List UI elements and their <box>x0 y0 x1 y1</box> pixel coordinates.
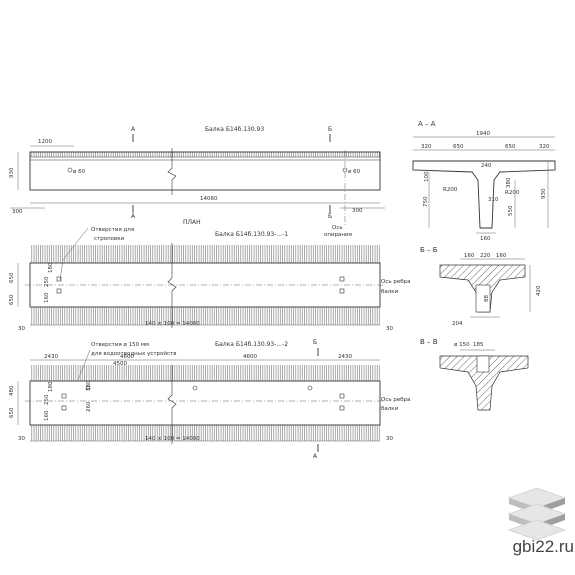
beam-3-note-l1: Отверстия ø 150 мм <box>91 342 149 348</box>
section-mark-a-top: А <box>131 126 136 133</box>
beam-1-plan-label: ПЛАН <box>183 219 201 226</box>
section-aa-dim-w: 310 <box>488 197 499 203</box>
beam-1-hole-left: ø 60 <box>73 169 86 175</box>
section-aa-dim-top: 240 <box>481 163 492 169</box>
beam-3-dim-s3: 4600 <box>243 354 257 360</box>
beam-3-dim-stot: 4500 <box>113 361 127 367</box>
section-bb-title: Б – Б <box>420 246 438 254</box>
section-aa-title: А – А <box>418 120 436 128</box>
beam-1-hole-right: ø 60 <box>348 169 361 175</box>
section-mark-a-bottom: А <box>131 213 136 220</box>
section-vv-dim-d: ø 150 <box>454 342 470 348</box>
beam-2-rebar-axis-l1: Ось ребра <box>381 279 410 285</box>
beam-3-dim-s1: 2430 <box>44 354 58 360</box>
beam-2-dim-b: 180 <box>48 262 54 273</box>
section-aa-dim-f2: 380 <box>506 177 512 188</box>
section-bb-dim-c: 160 <box>496 253 507 259</box>
beam-1-dim-end-left: 300 <box>12 209 23 215</box>
beam-3-dim-h1: 650 <box>9 407 15 418</box>
section-a-a: А – А 1940 320 650 650 320 240 R200 R200… <box>412 120 556 242</box>
beam-3-dim-a: 250 <box>44 394 50 405</box>
beam-2-note-l2: строповки <box>94 236 125 242</box>
section-aa-dim-hleft: 750 <box>423 196 429 207</box>
section-aa-dim-total: 1940 <box>476 131 490 137</box>
section-vv-dim-w: 185 <box>473 342 484 348</box>
beam-1-title: Балка Б14б.130.93 <box>205 126 264 133</box>
beam-1-dim-height: 930 <box>9 167 15 178</box>
section-aa-dim-p4: 320 <box>539 144 550 150</box>
beam-2-note-l1: Отверстия для <box>91 227 134 233</box>
beam-1-elevation: Балка Б14б.130.93 А Б 1200 930 ø 60 ø 60… <box>9 126 385 238</box>
section-aa-dim-bottom: 160 <box>480 236 491 242</box>
beam-1-support-axis-l1: Ось <box>332 225 343 231</box>
brand-site-text: gbi22.ru <box>512 537 574 556</box>
beam-3-dim-right: 30 <box>386 436 393 442</box>
section-mark-b-bottom: Б <box>328 213 332 220</box>
section-aa-dim-p2: 650 <box>453 144 464 150</box>
section-bb-dim-h: 420 <box>536 285 542 296</box>
beam-3-note-l2: для водоотводных устройств <box>91 350 176 357</box>
section-mark-b-top: Б <box>328 126 332 133</box>
section-bb-dim-a: 160 <box>464 253 475 259</box>
beam-3-dim-s2: 4600 <box>120 354 134 360</box>
beam-2-dim-h2: 650 <box>9 294 15 305</box>
beam-2-dim-right: 30 <box>386 326 393 332</box>
beam-2-rebar-axis-l2: балки <box>381 289 399 295</box>
section-aa-dim-hmid: 550 <box>508 205 514 216</box>
section-mark-a-b3: А <box>313 453 318 460</box>
beam-3-dim-b: 180 <box>48 381 54 392</box>
beam-3-title: Балка Б14б.130.93-...-2 <box>215 341 288 348</box>
beam-3-dim-c: 160 <box>44 410 50 421</box>
section-b-b: Б – Б 160 220 160 88 420 204 <box>420 246 542 327</box>
section-aa-r2: R200 <box>505 190 520 196</box>
section-aa-dim-f1: 100 <box>424 171 430 182</box>
beam-2-dim-pitch: 140 × 100 = 14000 <box>145 321 200 327</box>
section-bb-dim-ht: 88 <box>484 295 490 302</box>
section-v-v: В – В ø 150 185 <box>420 338 529 411</box>
beam-3-dim-h2: 480 <box>9 385 15 396</box>
beam-3-rebar-axis-l2: балки <box>381 406 399 412</box>
brand-logo-icon <box>507 487 567 541</box>
beam-3-plan: Балка Б14б.130.93-...-2 Отверстия ø 150 … <box>9 339 410 460</box>
beam-1-dim-left: 1200 <box>38 139 52 145</box>
section-aa-dim-htotal: 930 <box>541 188 547 199</box>
section-vv-title: В – В <box>420 338 438 346</box>
section-aa-r1: R200 <box>443 187 458 193</box>
beam-1-support-axis-l2: опирания <box>324 232 352 238</box>
beam-3-dim-e: 380 <box>86 380 92 391</box>
beam-1-dim-end-right: 300 <box>352 208 363 214</box>
section-mark-b-b3: Б <box>313 339 317 346</box>
beam-3-rebar-axis-l1: Ось ребра <box>381 397 410 403</box>
beam-2-title: Балка Б14б.130.93-...-1 <box>215 231 288 238</box>
section-bb-dim-w: 204 <box>452 321 463 327</box>
beam-3-dim-s4: 2430 <box>338 354 352 360</box>
beam-2-dim-a: 250 <box>44 276 50 287</box>
beam-3-dim-pitch: 140 × 100 = 14000 <box>145 436 200 442</box>
beam-2-plan: Балка Б14б.130.93-...-1 Отверстия для ст… <box>9 227 410 332</box>
beam-3-dim-left: 30 <box>18 436 25 442</box>
section-aa-dim-p3: 650 <box>505 144 516 150</box>
beam-1-dim-total: 14060 <box>200 196 218 202</box>
beam-3-dim-d: 260 <box>86 401 92 412</box>
beam-2-dim-h1: 650 <box>9 272 15 283</box>
beam-2-dim-left: 30 <box>18 326 25 332</box>
section-aa-dim-p1: 320 <box>421 144 432 150</box>
section-bb-dim-b: 220 <box>480 253 491 259</box>
beam-2-dim-c: 160 <box>44 292 50 303</box>
